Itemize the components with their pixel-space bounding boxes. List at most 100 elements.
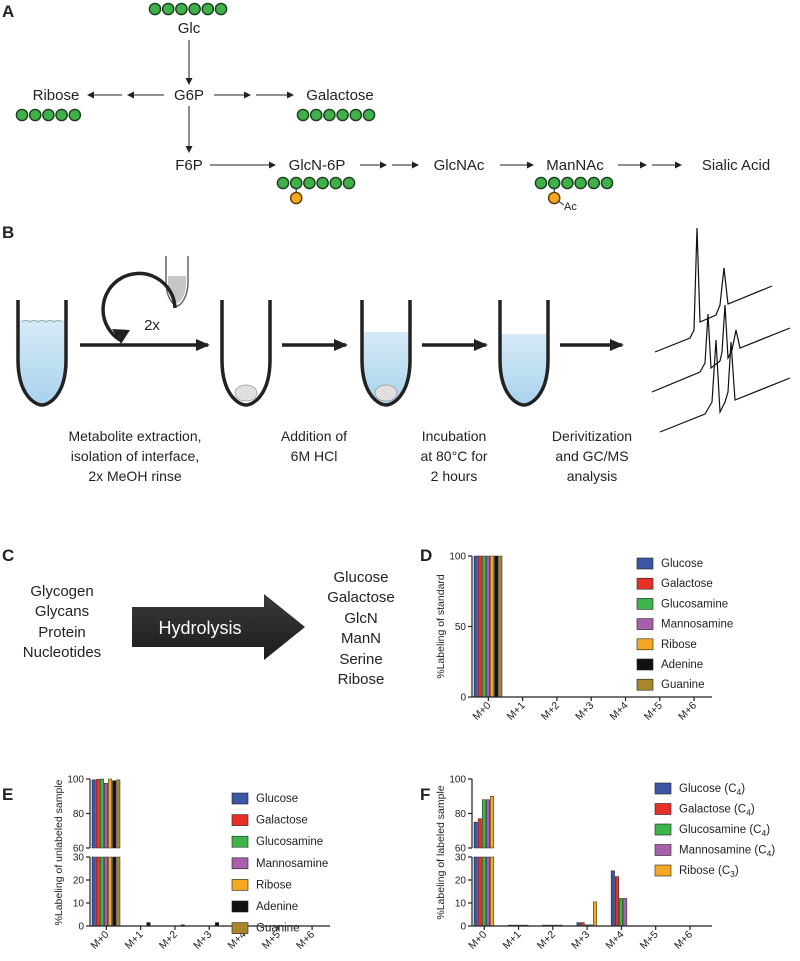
carbon-atom xyxy=(148,2,162,16)
legend-label: Adenine xyxy=(256,901,298,913)
bar-glucose-mplus0 xyxy=(91,779,96,849)
bar-mannosamine-mplus0 xyxy=(104,856,108,927)
carbon-atom xyxy=(574,176,587,190)
bar-galactose-mplus0 xyxy=(477,818,482,849)
legend-label: Ribose xyxy=(256,879,292,891)
x-tick-label: M+6 xyxy=(676,700,699,723)
carbon-atom xyxy=(336,108,349,122)
bar-ribose-mplus0 xyxy=(108,856,113,927)
product-1: Glucose xyxy=(333,569,388,586)
tube-incubated xyxy=(498,300,550,407)
legend-swatch xyxy=(231,857,249,870)
product-6: Ribose xyxy=(338,671,385,688)
y-tick-label: 80 xyxy=(455,809,467,820)
chain-ribose xyxy=(15,108,82,122)
nitrogen-atom xyxy=(547,191,561,205)
carbon-atom xyxy=(303,176,316,190)
legend-label: Glucosamine (C4) xyxy=(679,824,770,838)
carbon-atom xyxy=(323,108,336,122)
bar-glucosamine-mplus0 xyxy=(481,555,486,698)
legend-label: Galactose xyxy=(661,578,713,590)
bar-guanine-mplus0 xyxy=(116,779,121,849)
tube-hcl xyxy=(360,300,412,407)
panel-label-f: F xyxy=(420,785,430,804)
legend-swatch xyxy=(636,658,654,671)
bar-mannosamine-mplus0 xyxy=(486,856,490,927)
y-tick-label: 30 xyxy=(455,853,467,864)
panel-label-e: E xyxy=(2,785,13,804)
bar-glucosamine-mplus0 xyxy=(99,778,104,849)
y-tick-label: 80 xyxy=(73,809,85,820)
x-tick-label: M+6 xyxy=(672,929,695,952)
chain-glc xyxy=(148,2,228,16)
legend-label: Mannosamine xyxy=(256,858,328,870)
legend-swatch xyxy=(636,638,654,651)
chain-glcn6p xyxy=(276,176,356,205)
bar-galactose-mplus0 xyxy=(95,856,100,927)
carbon-atom xyxy=(349,108,363,122)
carbon-atom xyxy=(188,2,201,16)
bar-mannosamine-mplus4 xyxy=(623,898,628,927)
x-tick-label: M+3 xyxy=(569,929,592,952)
carbon-atom xyxy=(561,176,574,190)
x-tick-label: M+4 xyxy=(603,929,626,952)
legend-swatch xyxy=(636,598,654,610)
carbon-atom xyxy=(587,176,601,190)
y-tick-label: 0 xyxy=(460,693,466,704)
bar-glucose-mplus0 xyxy=(473,555,478,698)
metabolite-mannac: ManNAc xyxy=(546,157,604,174)
y-tick-label: 60 xyxy=(455,844,467,855)
y-tick-label: 10 xyxy=(455,899,467,910)
bar-mannosamine-mplus0 xyxy=(486,555,490,698)
legend-swatch xyxy=(231,900,249,913)
repeat-icon: 2x xyxy=(101,271,177,344)
bar-galactose-mplus0 xyxy=(95,779,100,849)
bar-glucose-mplus0 xyxy=(91,856,96,927)
carbon-atom xyxy=(309,108,323,122)
carbon-atom xyxy=(15,108,29,122)
x-tick-label: M+5 xyxy=(642,700,665,723)
source-2: Glycans xyxy=(35,603,89,620)
y-tick-label: 0 xyxy=(460,922,466,933)
x-tick-label: M+3 xyxy=(191,929,214,952)
bar-ribose-mplus3 xyxy=(593,901,597,927)
legend-swatch xyxy=(231,879,249,891)
carbon-atom xyxy=(296,108,310,122)
step-4-line-2: and GC/MS xyxy=(555,448,628,464)
carbon-chains xyxy=(15,2,614,206)
step-3-caption: Incubation at 80°C for 2 hours xyxy=(420,428,487,484)
panel-a: A Glc G6P Ribose Galactose F6P GlcN-6P G… xyxy=(2,2,770,213)
step-4-line-3: analysis xyxy=(567,468,618,484)
step-3-line-3: 2 hours xyxy=(431,468,478,484)
bar-glucosamine-mplus0 xyxy=(481,856,486,927)
x-tick-label: M+1 xyxy=(505,700,528,723)
product-3: GlcN xyxy=(344,610,377,627)
step-1-line-3: 2x MeOH rinse xyxy=(88,468,182,484)
step-2-line-2: 6M HCl xyxy=(291,448,338,464)
chain-mannac xyxy=(534,176,614,205)
y-tick-label: 50 xyxy=(455,622,467,633)
product-5: Serine xyxy=(339,651,382,668)
legend-swatch xyxy=(231,814,249,826)
legend-label: Guanine xyxy=(661,679,704,691)
carbon-atom xyxy=(289,176,303,190)
hydrolysis-label: Hydrolysis xyxy=(158,618,241,638)
bar-glucose-mplus0 xyxy=(473,821,478,849)
bar-glucose-mplus4 xyxy=(610,870,615,927)
legend-swatch xyxy=(636,678,654,691)
product-4: ManN xyxy=(341,630,381,647)
metabolite-glcnac: GlcNAc xyxy=(434,157,485,174)
bar-adenine-mplus0 xyxy=(112,780,117,849)
bar-galactose-mplus0 xyxy=(477,555,482,698)
legend-swatch xyxy=(654,803,672,815)
legend-label: Ribose (C3) xyxy=(679,865,739,879)
carbon-atom xyxy=(342,176,356,190)
y-axis-label: %Labeling of unlabeled sample xyxy=(53,779,65,925)
carbon-atom xyxy=(362,108,376,122)
tube-pellet xyxy=(220,300,272,407)
step-4-caption: Derivitization and GC/MS analysis xyxy=(552,428,632,484)
carbon-atom xyxy=(214,2,228,16)
